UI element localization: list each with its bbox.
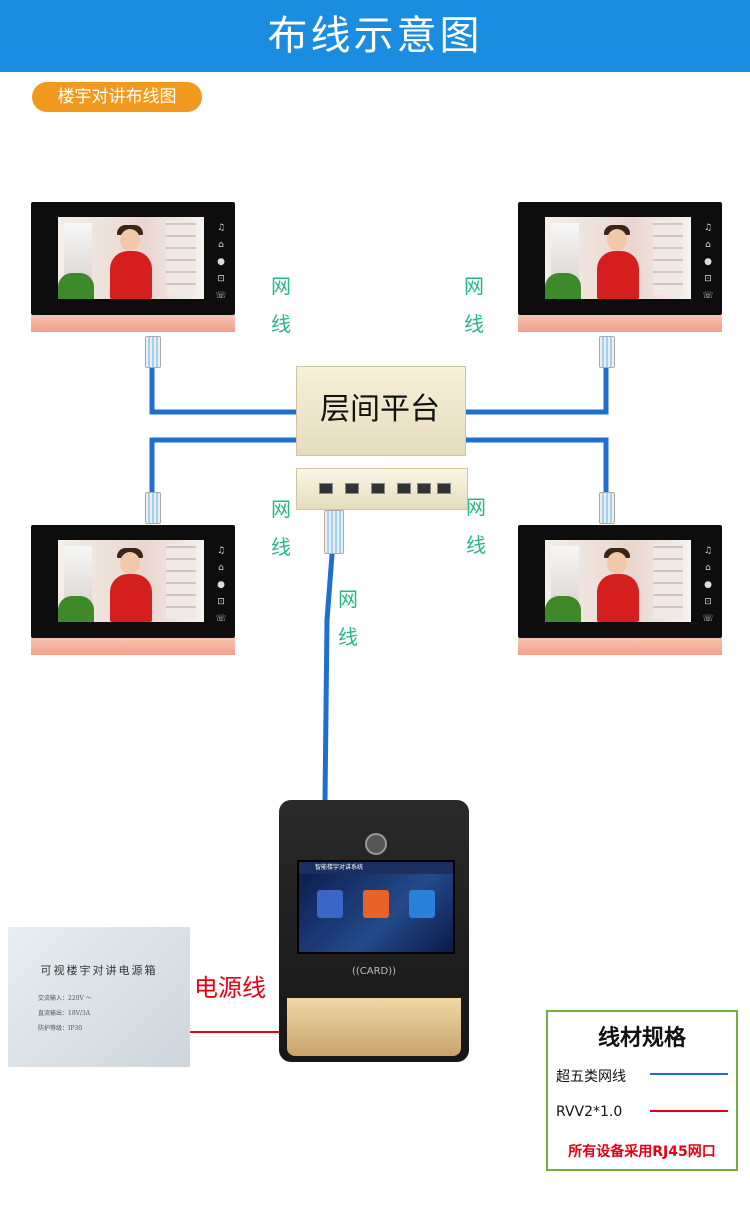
legend-swatch-network [650,1073,728,1075]
bell-tile-icon [363,890,389,918]
indoor-monitor-bottom-right: ♫⌂●⊡☏ [518,525,722,655]
cable-label: 网线 [464,274,484,336]
legend-title: 线材规格 [597,1026,686,1051]
rj45-plug-icon [324,510,344,554]
door-station: 智能楼宇对讲系统 ((CARD)) [279,800,469,1062]
cable-bottom-left [149,437,299,497]
monitor-button-icons: ♫⌂●⊡☏ [702,546,714,624]
cable-label: 网线 [271,497,291,559]
cable-label: 网线 [466,495,486,557]
power-cable-label: 电源线 [194,974,266,1002]
indoor-monitor-bottom-left: ♫⌂●⊡☏ [31,525,235,655]
gear-tile-icon [409,890,435,918]
rj45-plug-icon [145,336,161,368]
rj45-port-icon [319,483,333,494]
camera-icon [365,833,387,855]
rj45-plug-icon [599,336,615,368]
settings-tile-icon [317,890,343,918]
monitor-screen [545,540,691,622]
network-hub [296,468,468,510]
legend-note: 所有设备采用RJ45网口 [568,1144,716,1160]
legend-swatch-power [650,1110,728,1112]
monitor-button-icons: ♫⌂●⊡☏ [702,223,714,301]
header-bar [0,0,750,72]
power-supply-spec: 防护等级：IP30 [38,1025,83,1032]
cable-label: 网线 [338,587,358,649]
monitor-button-icons: ♫⌂●⊡☏ [215,223,227,301]
card-reader-label: ((CARD)) [351,966,397,977]
power-supply-title: 可视楼宇对讲电源箱 [40,964,158,977]
legend-item-label: 超五类网线 [556,1069,626,1085]
cable-door-station [322,552,335,803]
rj45-plug-icon [145,492,161,524]
rj45-port-icon [417,483,431,494]
cable-label: 网线 [271,274,291,336]
screen-title: 智能楼宇对讲系统 [299,862,453,874]
rj45-port-icon [397,483,411,494]
cable-spec-legend [546,1010,738,1171]
cable-top-right [461,363,609,415]
indoor-monitor-top-right: ♫⌂●⊡☏ [518,202,722,332]
section-tag: 楼宇对讲布线图 [32,82,202,112]
floor-platform-label: 层间平台 [320,392,440,427]
rj45-port-icon [371,483,385,494]
rj45-plug-icon [599,492,615,524]
legend-item-label: RVV2*1.0 [556,1104,623,1120]
rj45-port-icon [437,483,451,494]
power-supply-spec: 直流输出：18V/3A [38,1010,91,1017]
rj45-port-icon [345,483,359,494]
cable-top-left [149,363,299,415]
monitor-button-icons: ♫⌂●⊡☏ [215,546,227,624]
page-title: 布线示意图 [267,13,483,59]
monitor-screen [545,217,691,299]
power-supply-box [8,927,190,1067]
indoor-monitor-top-left: ♫⌂●⊡☏ [31,202,235,332]
monitor-screen [58,540,204,622]
power-supply-spec: 交流输入：220V ～ [38,995,92,1002]
door-station-screen: 智能楼宇对讲系统 [297,860,455,954]
cable-bottom-right [461,437,609,497]
door-station-panel [287,998,461,1056]
monitor-screen [58,217,204,299]
floor-platform-box [296,366,466,456]
